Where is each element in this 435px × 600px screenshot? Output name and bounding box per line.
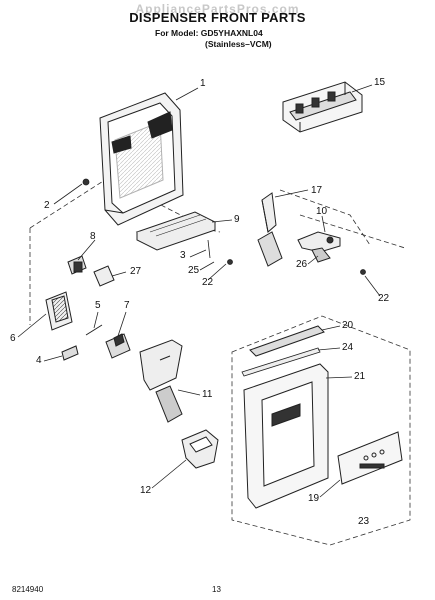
part-number-10: 10: [316, 206, 328, 217]
part-9-drip-tray: [135, 211, 217, 251]
finish-subtitle: (Stainless–VCM): [205, 39, 272, 49]
dashed-assembly-outline-left: [29, 177, 406, 325]
part-number-24: 24: [342, 342, 354, 353]
page-title: DISPENSER FRONT PARTS: [129, 10, 306, 25]
part-number-2: 2: [44, 200, 50, 211]
part-15-control-housing: [282, 81, 363, 133]
part-8-solenoid: [67, 255, 87, 275]
part-number-12: 12: [140, 485, 152, 496]
part-number-17: 17: [311, 185, 323, 196]
part-number-3: 3: [180, 250, 186, 261]
screw-parts: [82, 178, 366, 275]
part-number-27: 27: [130, 266, 142, 277]
part-number-25: 25: [188, 265, 200, 276]
model-subtitle: For Model: GD5YHAXNL04: [155, 28, 263, 38]
part-number-20: 20: [342, 320, 354, 331]
part-number-21: 21: [354, 371, 366, 382]
part-1-dispenser-frame: [99, 92, 184, 226]
part-5-7-4-switch-parts: [61, 324, 131, 361]
part-12-ice-chute: [181, 429, 219, 469]
part-19-control-panel: [337, 431, 403, 485]
part-number-8: 8: [90, 231, 96, 242]
dashed-assembly-outline-right: [231, 315, 411, 546]
part-number-19: 19: [308, 493, 320, 504]
part-24-seal-strip: [241, 347, 321, 377]
part-20-trim-strip: [249, 325, 325, 357]
part-number-6: 6: [10, 333, 16, 344]
leader-lines: [17, 84, 381, 498]
part-number-11: 11: [202, 389, 213, 400]
part-number-15: 15: [374, 77, 386, 88]
part-11-dispenser-paddle: [139, 339, 183, 423]
part-number-26: 26: [296, 259, 308, 270]
part-number-4: 4: [36, 355, 42, 366]
part-6-module: [45, 291, 73, 331]
part-21-dispenser-front-panel: [243, 363, 329, 509]
part-number-23: 23: [358, 516, 370, 527]
part-number-22-right: 22: [378, 293, 390, 304]
part-number-7: 7: [124, 300, 130, 311]
part-number-9: 9: [234, 214, 240, 225]
part-number-5: 5: [95, 300, 101, 311]
document-number: 8214940: [12, 585, 44, 594]
part-27-bracket: [93, 265, 115, 287]
part-17-actuator-arm: [257, 192, 283, 267]
part-number-22-left: 22: [202, 277, 214, 288]
page-number: 13: [212, 585, 221, 594]
watermark: AppliancePartsPros.com: [135, 2, 300, 16]
part-number-1: 1: [200, 78, 206, 89]
part-10-switch-lever: [297, 231, 341, 263]
